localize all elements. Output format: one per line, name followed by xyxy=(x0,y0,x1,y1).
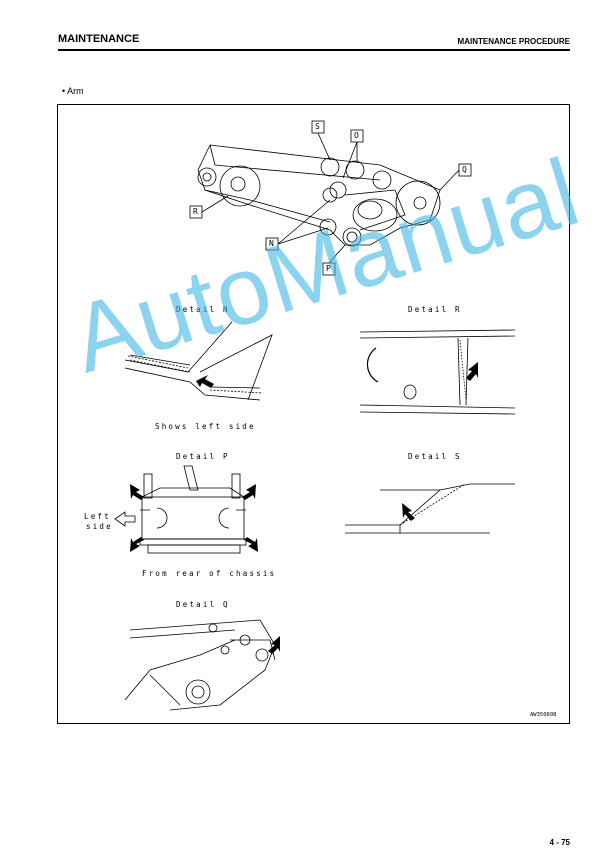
figure-frame xyxy=(57,104,570,724)
header-rule xyxy=(58,49,570,51)
side-label: side xyxy=(86,522,113,531)
header-title: MAINTENANCE xyxy=(58,33,140,45)
left-label: Left xyxy=(84,512,111,521)
detail-s-drawing xyxy=(345,483,515,534)
detail-n-drawing xyxy=(124,321,273,401)
callout-r: R xyxy=(193,207,198,216)
detail-q-drawing xyxy=(124,619,276,711)
shows-left-side-note: Shows left side xyxy=(155,422,256,431)
callout-o: O xyxy=(354,131,359,140)
detail-s-label: Detail S xyxy=(408,452,462,461)
from-rear-note: From rear of chassis xyxy=(142,569,277,578)
callout-n: N xyxy=(269,239,274,248)
detail-n-label: Detail N xyxy=(176,305,230,314)
pointer-arrows xyxy=(130,362,478,654)
detail-p-label: Detail P xyxy=(176,452,230,461)
detail-r-drawing xyxy=(359,329,516,415)
callout-s: S xyxy=(315,122,320,131)
header-section: MAINTENANCE PROCEDURE xyxy=(457,37,570,46)
callout-p: P xyxy=(326,264,331,273)
bullet-arm: • Arm xyxy=(62,86,84,96)
page-number: 4 - 75 xyxy=(549,838,570,847)
callout-q: Q xyxy=(462,165,467,174)
detail-p-drawing xyxy=(114,465,247,554)
detail-q-label: Detail Q xyxy=(176,600,230,609)
detail-r-label: Detail R xyxy=(408,305,462,314)
figure-code: AW350608 xyxy=(530,712,557,718)
